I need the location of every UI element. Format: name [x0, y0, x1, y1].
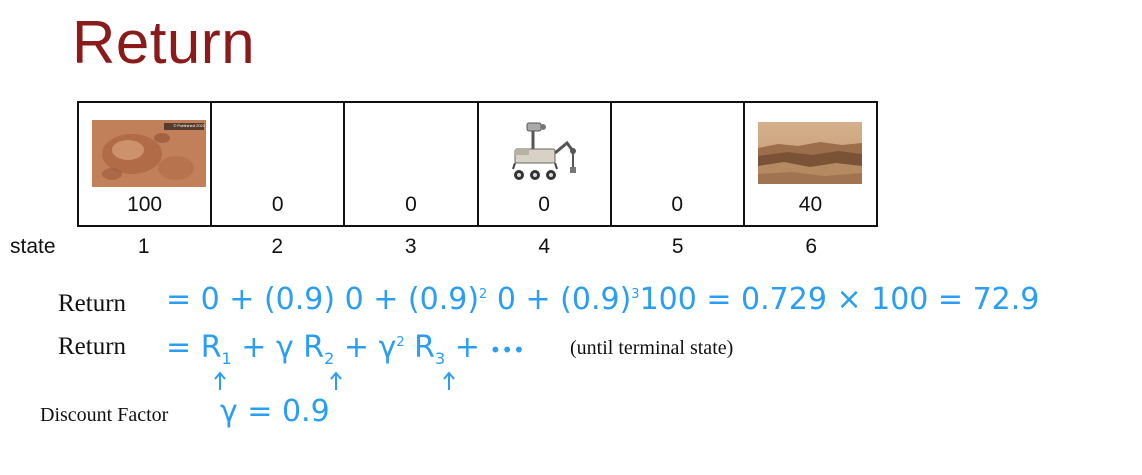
- eq1-part-b: 0 + (0.9): [487, 282, 632, 317]
- eq2-plus-3: +: [454, 330, 480, 365]
- mars-crater-image: [92, 120, 206, 187]
- state-cell-6: 40: [745, 103, 876, 225]
- arrow-up-icon: [443, 371, 455, 390]
- eq2-r1: R1: [200, 330, 232, 368]
- eq2-exp-2: 2: [396, 335, 405, 350]
- state-label: state: [10, 235, 56, 258]
- mars-landscape-image: [757, 122, 862, 184]
- rover-icon: [511, 122, 576, 180]
- reward-1: 100: [127, 193, 163, 216]
- slide-title: Return: [72, 9, 256, 76]
- eq2-sub-1: 1: [221, 349, 232, 368]
- reward-4: 0: [538, 193, 550, 216]
- discount-factor-value: γ = 0.9: [220, 394, 330, 429]
- until-terminal-note: (until terminal state): [570, 337, 734, 359]
- arrow-up-icon: [330, 371, 342, 390]
- eq1-part-a: = 0 + (0.9) 0 + (0.9): [166, 282, 480, 317]
- eq2-r3: R3: [414, 330, 446, 368]
- return-equation-1: = 0 + (0.9) 0 + (0.9)2 0 + (0.9)3100 = 0…: [166, 282, 1039, 317]
- eq2-dots: •••: [489, 338, 525, 362]
- image-caption: © Published 2021: [173, 123, 205, 128]
- eq1-exp-2: 2: [479, 287, 488, 302]
- return-equation-2: = R1 + γ R2 + γ2 R3 + •••: [166, 330, 525, 368]
- state-cell-1: © Published 2021 100: [79, 103, 213, 225]
- eq2-plus-1: +: [241, 330, 267, 365]
- reward-3: 0: [405, 193, 417, 216]
- return-label-1: Return: [58, 290, 127, 317]
- eq2-equals: =: [166, 330, 192, 365]
- reward-2: 0: [271, 193, 284, 216]
- reward-6: 40: [798, 193, 823, 216]
- arrow-up-icon: [214, 371, 226, 390]
- eq2-r2: R2: [303, 330, 335, 368]
- state-number-2: 2: [271, 235, 284, 258]
- state-cell-2: 0: [212, 103, 346, 225]
- state-number-1: 1: [137, 235, 150, 258]
- eq1-part-c: 100 = 0.729 × 100 = 72.9: [639, 282, 1040, 317]
- state-cell-5: 0: [612, 103, 745, 225]
- state-number-3: 3: [404, 235, 417, 258]
- eq2-gamma-1: γ: [275, 330, 294, 365]
- state-number-5: 5: [671, 235, 684, 258]
- state-numbers: 1 2 3 4 5 6: [77, 235, 878, 259]
- eq2-sub-2: 2: [324, 349, 335, 368]
- return-label-2: Return: [58, 333, 127, 360]
- eq2-sub-3: 3: [435, 349, 446, 368]
- reward-5: 0: [671, 193, 684, 216]
- eq1-exp-3: 3: [631, 287, 640, 302]
- discount-factor-label: Discount Factor: [40, 404, 169, 426]
- state-cell-4: 0: [479, 103, 612, 225]
- eq2-plus-2: +: [343, 330, 370, 365]
- state-number-4: 4: [538, 235, 551, 258]
- state-number-6: 6: [805, 235, 818, 258]
- arrow-marks: [214, 371, 455, 390]
- state-grid: © Published 2021 100 0 0 0: [77, 101, 878, 227]
- state-cell-3: 0: [345, 103, 479, 225]
- eq2-gamma-2: γ2: [378, 330, 405, 365]
